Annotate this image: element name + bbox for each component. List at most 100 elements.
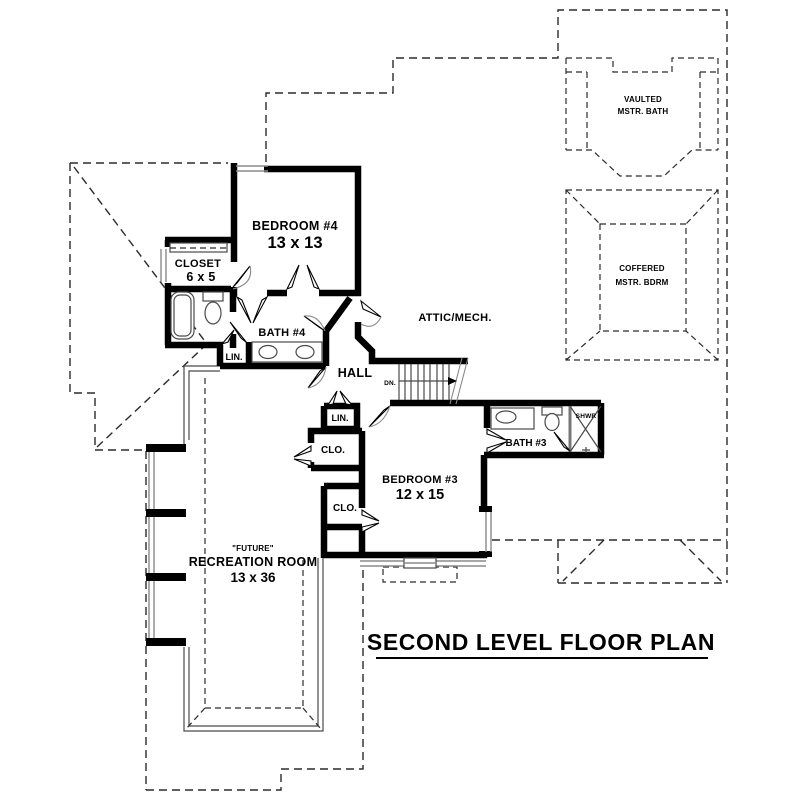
bath3-door-leaf-top: [486, 428, 507, 441]
stair-treads: [398, 364, 450, 400]
walls: [164, 163, 605, 559]
closet-door-leaf: [232, 265, 251, 288]
rec-room-label-name: RECREATION ROOM: [189, 555, 318, 569]
linen1-door-leaf: [220, 329, 235, 346]
vaulted-bath-sides: [565, 58, 719, 150]
hall-east-canted-wall: [354, 322, 468, 365]
rec-wall-stub-4: [146, 638, 186, 646]
bath3-right-bottom-walls: [484, 403, 605, 459]
closet1-door-leaf-bottom: [293, 458, 312, 467]
bathtub-inner: [173, 294, 192, 337]
linen2-label: LIN.: [332, 413, 349, 423]
recreation-room: "FUTURE" RECREATION ROOM 13 x 36: [146, 365, 324, 732]
bath4-label: BATH #4: [258, 327, 306, 339]
bath3-label: BATH #3: [506, 438, 547, 449]
coffered-outer-rect: [565, 189, 719, 361]
title-block: SECOND LEVEL FLOOR PLAN: [367, 629, 715, 659]
shower-x-pattern: [569, 405, 602, 453]
coffered-label-line2: MSTR. BDRM: [615, 278, 668, 287]
linen1-box: [216, 342, 326, 370]
toilet4-tank: [202, 291, 224, 302]
shower-label: SHWR: [576, 413, 597, 420]
windows: [160, 165, 492, 569]
closet1-door-leaf-top: [293, 444, 312, 458]
bedroom4-door2-leaf-left: [285, 264, 300, 291]
bedroom4-top-right-walls: [264, 165, 362, 296]
toilet3-bowl: [544, 412, 560, 432]
closet1-label: CLO.: [321, 445, 345, 456]
bedroom3-door-arc: [368, 405, 391, 428]
closet-dims: 6 x 5: [186, 270, 215, 284]
rec-wall-stub-1: [146, 444, 186, 452]
bath4-sink-left: [258, 344, 278, 360]
coffered-corner-diagonals: [565, 189, 719, 361]
closet-door-arc: [232, 265, 252, 290]
window-box-below-bedroom3: [382, 566, 458, 583]
hall-label: HALL: [338, 366, 373, 380]
doors: [220, 264, 571, 533]
vaulted-bath-top: [566, 57, 718, 73]
bedroom4-label: BEDROOM #4: [252, 219, 338, 233]
rec-interior-dashed: [185, 378, 322, 730]
attic-door-leaf: [360, 299, 382, 318]
roof-step-above-bedroom4: [265, 9, 728, 583]
bedroom3-dims: 12 x 15: [396, 487, 444, 503]
bath4-sink-right: [295, 344, 315, 360]
roof-bottom-edge: [146, 565, 364, 791]
linen2-door-leaf-right: [339, 390, 354, 406]
stair-dn-label: DN.: [384, 380, 396, 387]
closet-left-window: [160, 249, 167, 282]
bedroom4-door2-leaf-right: [306, 264, 321, 291]
bath4-vanity-right-wall: [322, 296, 353, 366]
rec-landing-door-arc: [307, 366, 327, 389]
rec-wall-stub-3: [146, 573, 186, 581]
rec-wall-stub-2: [146, 509, 186, 517]
vaulted-bath-label-line2: MSTR. BATH: [618, 107, 669, 116]
roof-right-wing-hip-right: [679, 539, 722, 582]
closet2-door-leaf-bottom: [361, 522, 380, 533]
stair-direction-arrow-head: [448, 377, 457, 385]
shower-door-leaf: [553, 431, 571, 452]
vaulted-bath-label-line1: VAULTED: [624, 95, 662, 104]
rec-room-label-future: "FUTURE": [232, 544, 274, 553]
bedroom4-door1-leaf-right: [252, 295, 269, 324]
closet-label: CLOSET: [175, 258, 221, 270]
linen1-label: LIN.: [226, 352, 243, 362]
plan-title: SECOND LEVEL FLOOR PLAN: [367, 629, 715, 655]
bath3-door-leaf-bottom: [486, 441, 507, 454]
closet-walls: [164, 236, 234, 349]
rec-room-label-dims: 13 x 36: [230, 570, 276, 585]
rec-landing-door-leaf: [307, 366, 327, 389]
bedroom4-dims: 13 x 13: [267, 234, 322, 252]
roof-right-wing-hip-left: [562, 539, 605, 582]
closet2-label: CLO.: [333, 503, 357, 514]
closet2-door-leaf-top: [361, 508, 380, 522]
coffered-master-bedroom: COFFERED MSTR. BDRM: [565, 189, 719, 361]
attic-door-arc: [360, 316, 382, 327]
bedroom3-door-leaf: [368, 405, 391, 428]
roof-left-vertical: [69, 163, 147, 790]
bedroom3-window-stub-top: [479, 506, 492, 512]
bath3-sink: [495, 410, 517, 424]
bath4-hall-door-leaf: [303, 315, 326, 332]
bedroom3-right-window: [485, 512, 492, 552]
bedroom3-label: BEDROOM #3: [382, 474, 458, 486]
roof-right-wing-outline: [492, 539, 727, 584]
coffered-label-line1: COFFERED: [619, 264, 665, 273]
stairs: DN.: [384, 357, 469, 405]
closet2-box: [320, 482, 362, 558]
tub-room-door-leaf: [229, 321, 248, 344]
bedroom4-door1-leaf-left: [235, 295, 252, 324]
rec-outer-boundary: [183, 365, 324, 732]
closet-shelf: [169, 242, 228, 253]
bath4-hall-door-arc: [303, 315, 326, 332]
toilet4-bowl: [204, 301, 222, 325]
bedroom3-window-stub-bottom: [479, 551, 492, 557]
fixtures: [169, 242, 602, 453]
vaulted-master-bath: VAULTED MSTR. BATH: [565, 57, 719, 177]
linen2-door-leaf-left: [326, 390, 338, 406]
vaulted-bath-bay: [566, 149, 718, 177]
attic-label: ATTIC/MECH.: [418, 312, 491, 324]
